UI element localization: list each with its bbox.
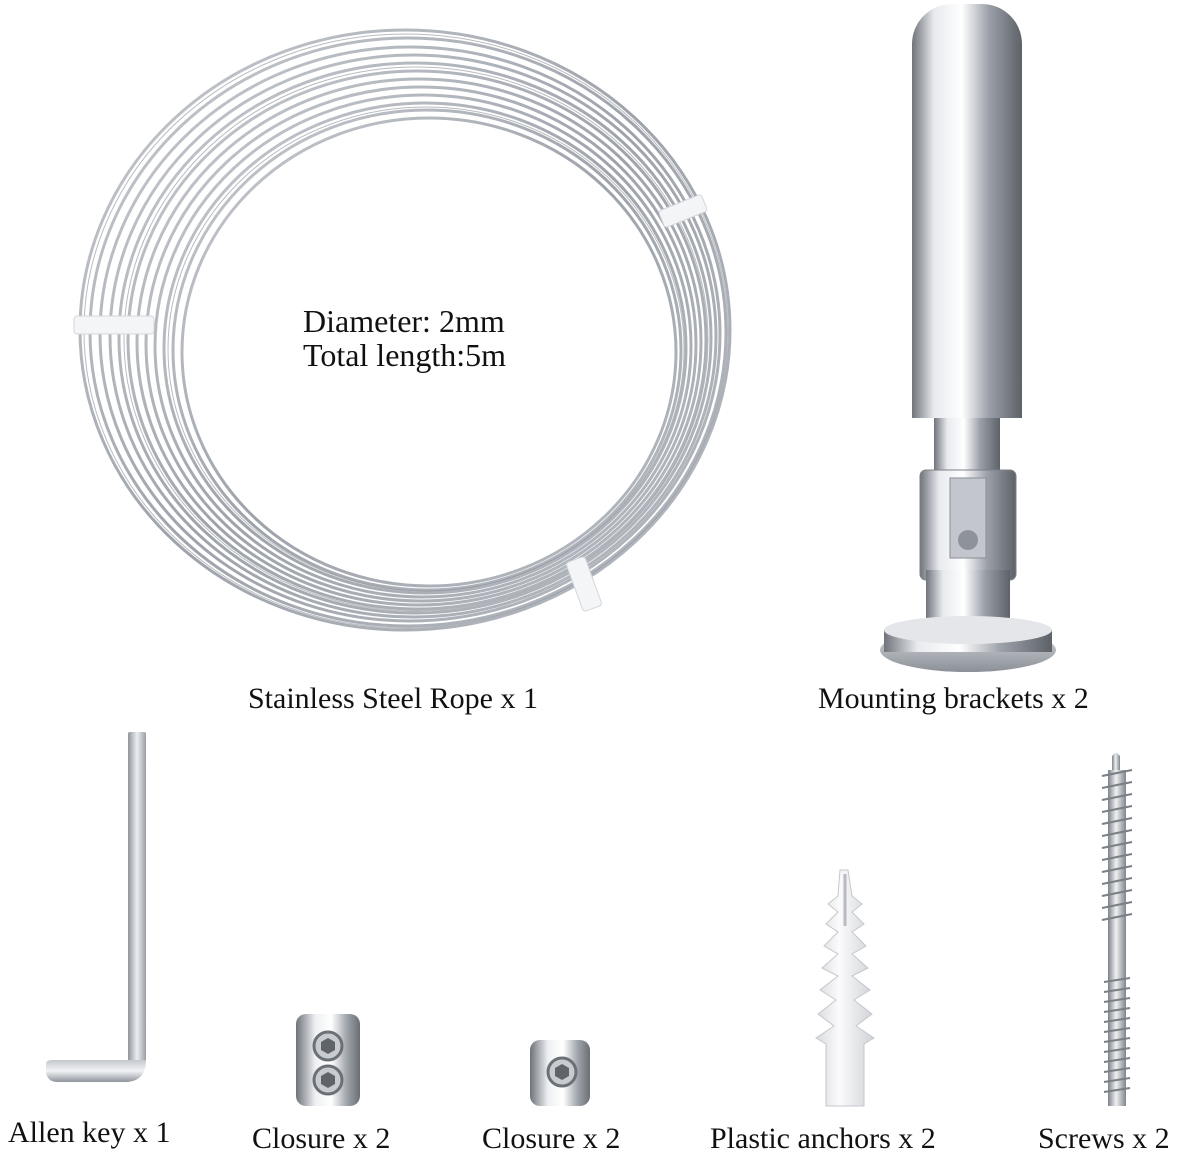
- cable-tie: [73, 315, 155, 335]
- closure-double-product: [290, 1010, 370, 1110]
- mounting-brackets-label: Mounting brackets x 2: [818, 682, 1089, 715]
- allen-key-label: Allen key x 1: [8, 1116, 171, 1149]
- rope-spec-length: Total length:5m: [303, 337, 507, 373]
- screw-product: [1090, 752, 1150, 1112]
- plastic-anchor-product: [800, 866, 890, 1110]
- allen-key-image: [46, 732, 146, 1082]
- plastic-anchors-label: Plastic anchors x 2: [710, 1122, 936, 1155]
- closure-single-label: Closure x 2: [482, 1122, 621, 1155]
- steel-rope-product: Diameter: 2mm Total length:5m: [60, 10, 760, 670]
- closure-double-image: [296, 1014, 360, 1106]
- closure-single-image: [530, 1040, 590, 1106]
- closure-double-label: Closure x 2: [252, 1122, 391, 1155]
- steel-rope-coil-image: [73, 28, 732, 632]
- rope-spec-diameter: Diameter: 2mm: [303, 303, 505, 339]
- mounting-bracket-product: [880, 0, 1060, 680]
- steel-rope-label: Stainless Steel Rope x 1: [248, 682, 538, 715]
- mounting-bracket-image: [880, 4, 1056, 672]
- cable-tie: [566, 556, 602, 612]
- allen-key-product: [40, 730, 160, 1110]
- cable-tie: [658, 194, 708, 228]
- closure-single-product: [526, 1036, 596, 1110]
- plastic-anchor-image: [815, 869, 875, 1107]
- screws-label: Screws x 2: [1038, 1122, 1170, 1155]
- screw-image: [1101, 752, 1133, 1106]
